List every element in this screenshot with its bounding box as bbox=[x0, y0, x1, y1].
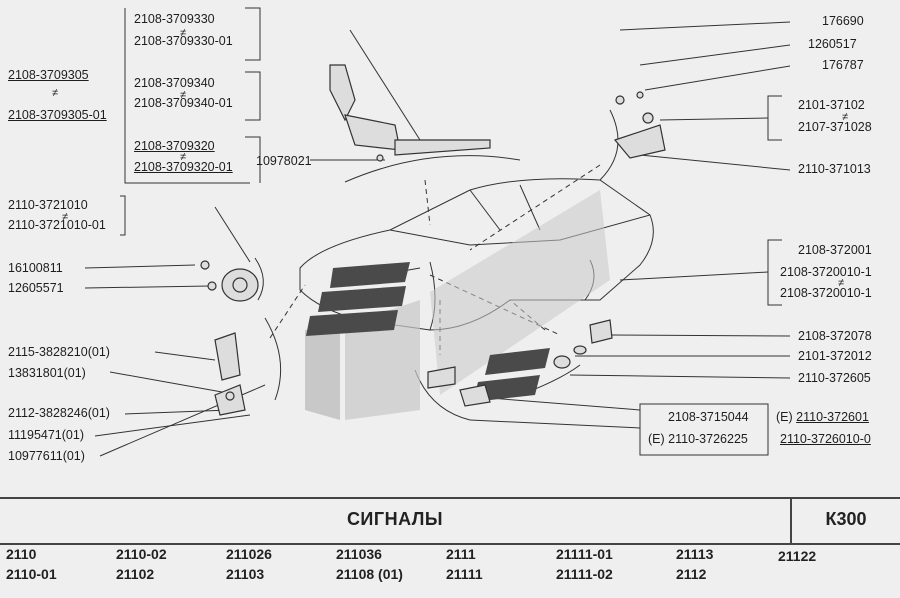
page-code: К300 bbox=[825, 509, 867, 529]
part-number-2108-3715044[interactable]: 2108-3715044 bbox=[668, 410, 749, 424]
not-equal-sign: ≠ bbox=[180, 27, 187, 39]
part-number-2115-3828210[interactable]: 2115-3828210(01) bbox=[8, 345, 110, 359]
part-number-2108-3720010-1b[interactable]: 2108-3720010-1 bbox=[780, 286, 872, 300]
part-prefix: (E) bbox=[776, 410, 797, 424]
model-number: 2110 bbox=[6, 546, 37, 562]
part-number-11195471[interactable]: 11195471(01) bbox=[8, 428, 84, 442]
part-number-2101-372012[interactable]: 2101-372012 bbox=[798, 349, 872, 363]
part-number-2110-372605[interactable]: 2110-372605 bbox=[798, 371, 871, 385]
model-number: 21122 bbox=[778, 548, 817, 564]
part-number-e-2110-372601[interactable]: (E) 2110-372601 bbox=[776, 410, 869, 424]
part-number-2110-3721010[interactable]: 2110-3721010 bbox=[8, 198, 88, 212]
model-number: 21111-02 bbox=[556, 566, 613, 582]
part-number-2108-3709305[interactable]: 2108-3709305 bbox=[8, 68, 89, 82]
page-title: СИГНАЛЫ bbox=[346, 509, 444, 529]
not-equal-sign: ≠ bbox=[52, 87, 59, 99]
part-number-1260517[interactable]: 1260517 bbox=[808, 37, 857, 51]
part-number-2108-3720010-1[interactable]: 2108-3720010-1 bbox=[780, 265, 872, 279]
not-equal-sign: ≠ bbox=[180, 89, 187, 101]
footer-title-bar: СИГНАЛЫ К300 bbox=[0, 497, 900, 545]
part-number-2110-3721010-01[interactable]: 2110-3721010-01 bbox=[8, 218, 106, 232]
part-number-2108-3709330-01[interactable]: 2108-3709330-01 bbox=[134, 34, 233, 48]
model-number: 21103 bbox=[226, 566, 265, 582]
part-number-2110-3726010-0[interactable]: 2110-3726010-0 bbox=[780, 432, 871, 446]
page-code-box: К300 bbox=[790, 499, 900, 543]
part-number-2112-3828246[interactable]: 2112-3828246(01) bbox=[8, 406, 110, 420]
part-number-e-2110-3726225[interactable]: (E) 2110-3726225 bbox=[648, 432, 748, 446]
part-number-10978021[interactable]: 10978021 bbox=[256, 154, 312, 168]
model-number: 2110-02 bbox=[116, 546, 167, 562]
model-number: 21102 bbox=[116, 566, 155, 582]
part-number-176690[interactable]: 176690 bbox=[822, 14, 864, 28]
part-number-2101-37102[interactable]: 2101-37102 bbox=[798, 98, 865, 112]
not-equal-sign: ≠ bbox=[842, 111, 849, 123]
part-number-2108-3709330[interactable]: 2108-3709330 bbox=[134, 12, 215, 26]
part-number-2108-372078[interactable]: 2108-372078 bbox=[798, 329, 872, 343]
part-number-2108-3709305-01[interactable]: 2108-3709305-01 bbox=[8, 108, 107, 122]
model-number: 21111 bbox=[446, 566, 483, 582]
part-number-176787[interactable]: 176787 bbox=[822, 58, 864, 72]
model-number: 211026 bbox=[226, 546, 272, 562]
model-number: 211036 bbox=[336, 546, 382, 562]
not-equal-sign: ≠ bbox=[62, 211, 69, 223]
part-number-16100811[interactable]: 16100811 bbox=[8, 261, 63, 275]
part-number-2107-371028[interactable]: 2107-371028 bbox=[798, 120, 872, 134]
part-number-2110-371013[interactable]: 2110-371013 bbox=[798, 162, 871, 176]
model-number: 2111 bbox=[446, 546, 476, 562]
model-number: 21111-01 bbox=[556, 546, 613, 562]
model-number: 2110-01 bbox=[6, 566, 57, 582]
model-number: 21113 bbox=[676, 546, 714, 562]
part-number-2110-372601[interactable]: 2110-372601 bbox=[796, 410, 869, 424]
part-number-2108-3709320[interactable]: 2108-3709320 bbox=[134, 139, 215, 153]
model-number: 2112 bbox=[676, 566, 707, 582]
not-equal-sign: ≠ bbox=[180, 151, 187, 163]
model-number: 21108 (01) bbox=[336, 566, 403, 582]
part-number-12605571[interactable]: 12605571 bbox=[8, 281, 64, 295]
not-equal-sign: ≠ bbox=[838, 277, 845, 289]
part-number-2108-3709340-01[interactable]: 2108-3709340-01 bbox=[134, 96, 233, 110]
part-number-13831801[interactable]: 13831801(01) bbox=[8, 366, 86, 380]
part-number-2108-372001[interactable]: 2108-372001 bbox=[798, 243, 872, 257]
part-number-2108-3709320-01[interactable]: 2108-3709320-01 bbox=[134, 160, 233, 174]
part-number-10977611[interactable]: 10977611(01) bbox=[8, 449, 85, 463]
part-number-2108-3709340[interactable]: 2108-3709340 bbox=[134, 76, 215, 90]
